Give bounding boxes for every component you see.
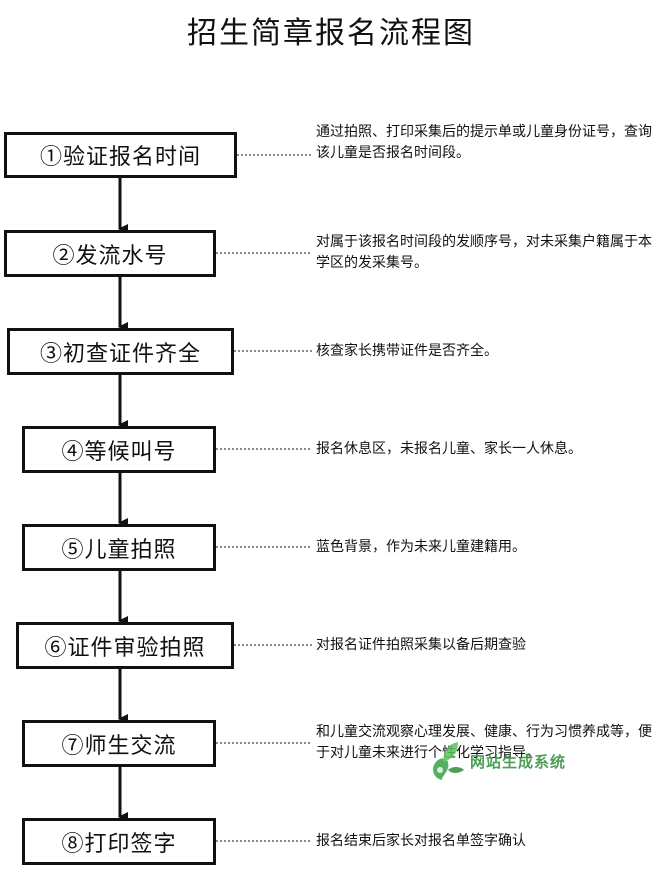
step-box-5: ⑤儿童拍照 xyxy=(22,524,216,571)
watermark-text: 网站生成系统 xyxy=(470,752,567,771)
step-box-8: ⑧打印签字 xyxy=(22,818,216,865)
step-note-6: 对报名证件拍照采集以备后期查验 xyxy=(316,637,526,653)
step-note-4: 报名休息区，未报名儿童、家长一人休息。 xyxy=(316,441,582,457)
step-box-2: ②发流水号 xyxy=(4,230,216,277)
watermark: 网站生成系统 xyxy=(428,740,566,782)
step-note-1: 通过拍照、打印采集后的提示单或儿童身份证号，查询该儿童是否报名时间段。 xyxy=(316,124,652,161)
step-box-1: ①验证报名时间 xyxy=(4,132,237,178)
step-box-4: ④等候叫号 xyxy=(22,426,216,473)
step-box-7: ⑦师生交流 xyxy=(22,720,216,767)
step-box-3: ③初查证件齐全 xyxy=(7,328,234,375)
step-note-3: 核查家长携带证件是否齐全。 xyxy=(316,343,498,359)
step-note-7: 和儿童交流观察心理发展、健康、行为习惯养成等，便于对儿童未来进行个性化学习指导。 xyxy=(316,724,652,761)
leaf-logo-icon xyxy=(433,742,464,780)
step-note-8: 报名结束后家长对报名单签字确认 xyxy=(316,833,526,849)
step-note-2: 对属于该报名时间段的发顺序号，对未采集户籍属于本学区的发采集号。 xyxy=(316,234,652,271)
page-title: 招生简章报名流程图 xyxy=(187,16,475,51)
step-box-6: ⑥证件审验拍照 xyxy=(16,622,234,669)
step-note-5: 蓝色背景，作为未来儿童建籍用。 xyxy=(316,539,526,555)
